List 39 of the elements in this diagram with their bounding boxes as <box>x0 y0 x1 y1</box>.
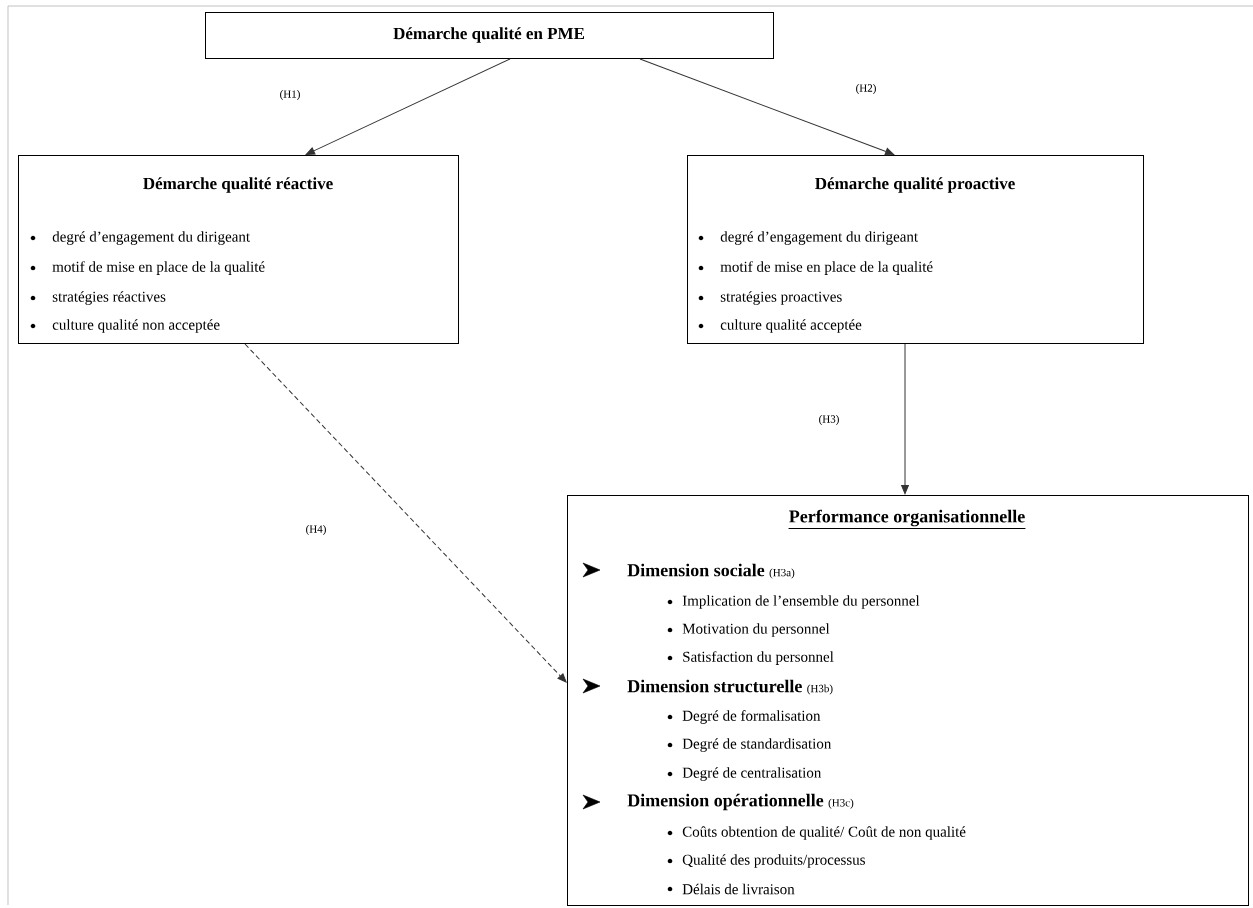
bullet-item: Degré de centralisation <box>667 767 822 781</box>
text-box <box>687 155 1144 344</box>
edge-label: (H1) <box>278 89 302 101</box>
bullet-item: culture qualité non acceptée <box>30 319 220 333</box>
section-heading: Dimension structurelle <box>627 679 802 693</box>
text-box <box>18 155 459 344</box>
bullet-item: motif de mise en place de la qualité <box>698 261 933 275</box>
arrow <box>901 343 909 495</box>
bullet-item: stratégies proactives <box>698 291 842 305</box>
bullet-item: Degré de standardisation <box>667 738 832 752</box>
bullet-item: culture qualité acceptée <box>698 319 862 333</box>
bullet-item: degré d’engagement du dirigeant <box>698 231 918 245</box>
text-box <box>567 495 1249 906</box>
section-heading: Dimension sociale <box>627 563 765 577</box>
bullet-item: Satisfaction du personnel <box>667 651 834 665</box>
bullet-item: Motivation du personnel <box>667 623 830 637</box>
bullet-item: Coûts obtention de qualité/ Coût de non qualité <box>667 826 966 840</box>
hypothesis-tag: (H3a) <box>769 568 795 579</box>
bullet-item: degré d’engagement du dirigeant <box>30 231 250 245</box>
section-heading: Dimension opérationnelle <box>627 793 824 811</box>
bullet-item: stratégies réactives <box>30 291 166 305</box>
edge-label: (H2) <box>854 83 878 95</box>
hypothesis-label: (H3) <box>819 415 839 425</box>
box-heading: Performance organisationnelle <box>788 509 1026 530</box>
box-heading: Démarche qualité réactive <box>143 177 333 193</box>
hypothesis-tag: (H3c) <box>828 798 854 809</box>
bullet-item: Délais de livraison <box>667 883 795 895</box>
box-heading: Démarche qualité en PME <box>393 27 585 43</box>
hypothesis-label: (H4) <box>306 525 326 535</box>
arrow <box>244 343 567 683</box>
box-heading: Démarche qualité proactive <box>815 177 1015 193</box>
bullet-item: motif de mise en place de la qualité <box>30 261 265 275</box>
arrow <box>305 58 511 155</box>
arrow <box>639 58 895 156</box>
bullet-item: Qualité des produits/processus <box>667 854 865 868</box>
bullet-item: Degré de formalisation <box>667 710 821 724</box>
hypothesis-tag: (H3b) <box>807 684 833 695</box>
text-box <box>205 12 774 59</box>
bullet-item: Implication de l’ensemble du personnel <box>667 595 920 609</box>
